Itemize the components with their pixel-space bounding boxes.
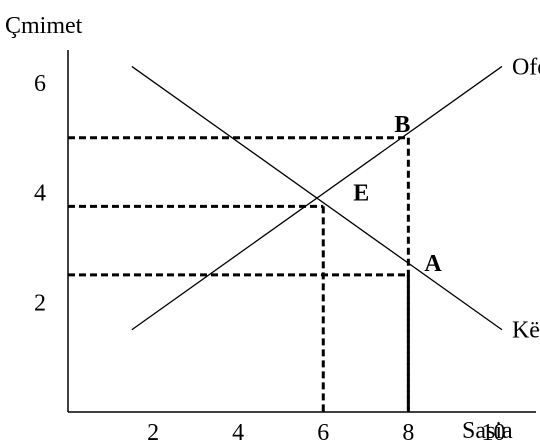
point-labels: B E A [353,112,442,277]
point-label: B [394,112,410,138]
series-label: Oferta [512,54,540,80]
point-label: A [424,251,442,277]
series-lines [131,65,503,331]
series-labels: OfertaKërkesa [512,54,540,343]
y-tick-labels: 2 4 6 [34,71,46,316]
x-tick-label: 4 [232,420,244,441]
x-tick-label: 8 [402,420,414,441]
point-label: E [353,180,369,206]
x-tick-labels: 2 4 6 8 10 [147,420,505,441]
x-tick-label: 6 [317,420,329,441]
x-axis-title: Sasia [462,418,513,441]
series-line-demand [131,65,503,331]
series-label: Kërkesa [512,318,540,344]
axes [67,50,536,413]
y-tick-label: 6 [34,71,46,97]
dashed-guides [68,136,410,412]
y-axis-title: Çmimet [5,13,83,39]
x-tick-label: 2 [147,420,159,441]
y-tick-label: 2 [34,290,46,316]
x-tick-label: 10 [481,420,505,441]
y-tick-label: 4 [34,181,46,207]
